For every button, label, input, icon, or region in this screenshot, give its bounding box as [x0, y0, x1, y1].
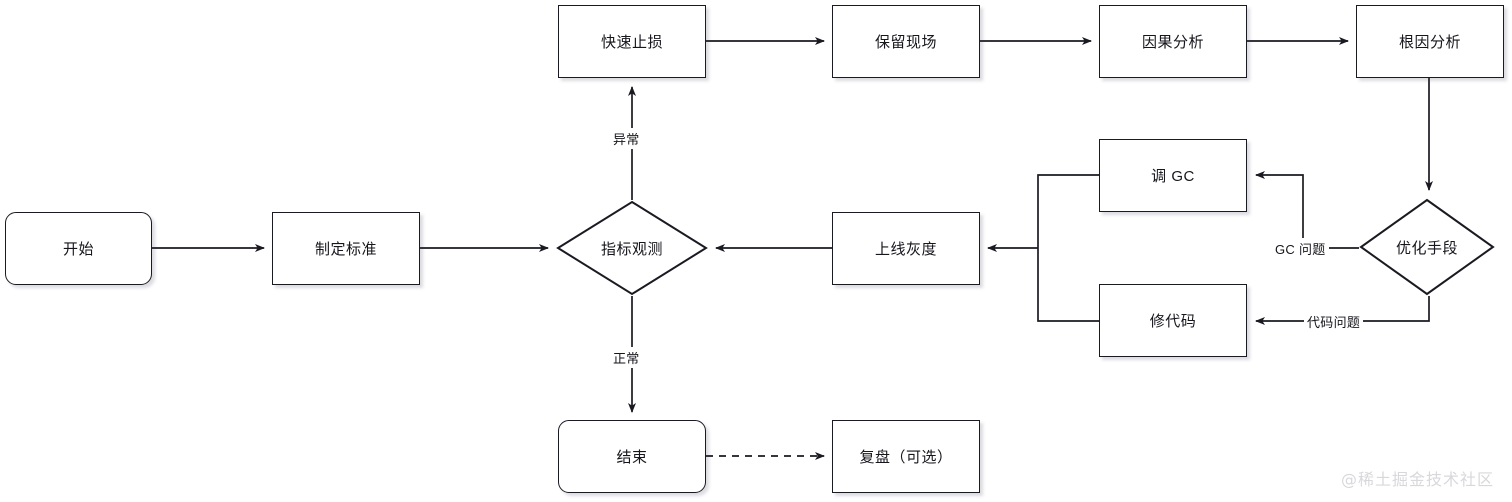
node-preserve-scene-label: 保留现场 [874, 34, 937, 51]
edge-label-abnormal-text: 异常 [613, 132, 640, 147]
edge-label-normal-text: 正常 [613, 351, 640, 366]
node-end[interactable]: 结束 [558, 420, 706, 493]
edge-label-normal: 正常 [610, 347, 643, 368]
node-optimization-method[interactable]: 优化手段 [1359, 198, 1495, 296]
node-stoploss-label: 快速止损 [600, 34, 663, 51]
node-tune-gc[interactable]: 调 GC [1099, 139, 1247, 212]
edge-label-code-problem-text: 代码问题 [1307, 315, 1361, 330]
node-tune-gc-label: 调 GC [1151, 168, 1195, 185]
node-review-optional-label: 复盘（可选） [859, 449, 953, 466]
node-end-label: 结束 [616, 449, 648, 466]
diamond-shape [556, 200, 708, 296]
node-start-label: 开始 [62, 241, 94, 258]
diamond-shape [1359, 198, 1495, 296]
edge-tunegc-to-junction [1037, 174, 1099, 248]
node-causal-analysis-label: 因果分析 [1141, 34, 1204, 51]
node-causal-analysis[interactable]: 因果分析 [1099, 5, 1247, 78]
node-root-cause-analysis-label: 根因分析 [1398, 34, 1461, 51]
node-gray-release[interactable]: 上线灰度 [832, 212, 980, 285]
node-standard[interactable]: 制定标准 [272, 212, 420, 285]
node-metric-observation[interactable]: 指标观测 [556, 200, 708, 296]
node-gray-release-label: 上线灰度 [874, 241, 937, 258]
node-fix-code[interactable]: 修代码 [1099, 284, 1247, 357]
node-review-optional[interactable]: 复盘（可选） [832, 420, 980, 493]
node-root-cause-analysis[interactable]: 根因分析 [1356, 5, 1504, 78]
node-stoploss[interactable]: 快速止损 [558, 5, 706, 78]
node-preserve-scene[interactable]: 保留现场 [832, 5, 980, 78]
edge-fixcode-to-junction [1037, 248, 1099, 322]
edge-label-abnormal: 异常 [610, 128, 643, 149]
edge-label-gc-problem-text: GC 问题 [1275, 242, 1326, 257]
edge-label-code-problem: 代码问题 [1304, 311, 1364, 332]
edge-label-gc-problem: GC 问题 [1272, 238, 1329, 259]
watermark: @稀土掘金技术社区 [1340, 470, 1494, 489]
node-standard-label: 制定标准 [314, 241, 377, 258]
node-start[interactable]: 开始 [5, 212, 152, 285]
node-fix-code-label: 修代码 [1149, 313, 1197, 330]
edge-optimize-to-tunegc [1255, 171, 1359, 249]
